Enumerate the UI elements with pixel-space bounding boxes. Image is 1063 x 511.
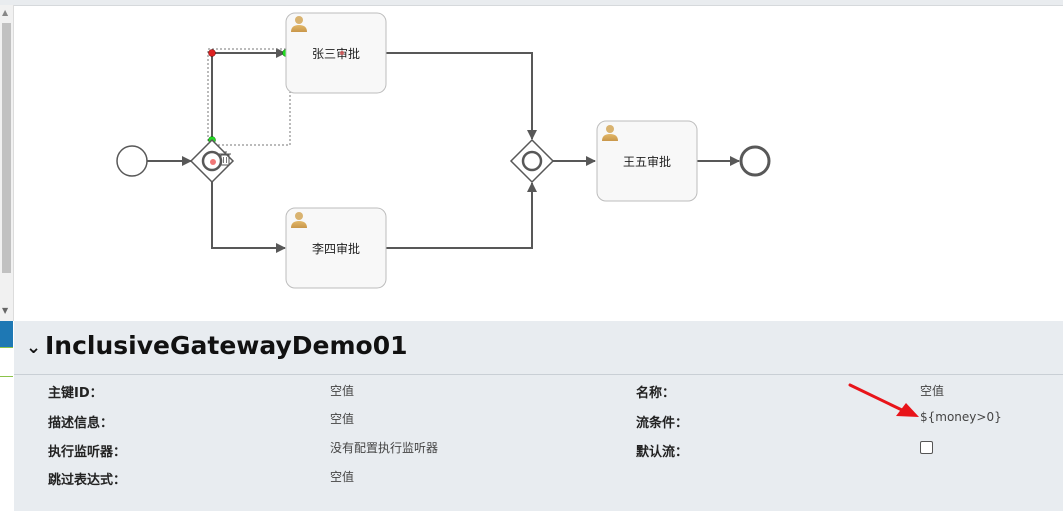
flow-gateway-to-task-lisi[interactable]	[211, 182, 286, 253]
bpmn-canvas[interactable]: 张三审批 李四审批 王五审批	[14, 6, 1063, 321]
user-task-zhangsan[interactable]: 张三审批	[285, 12, 387, 94]
selected-flow-outline	[207, 48, 291, 146]
id-label: 主键ID：	[48, 386, 103, 401]
user-icon	[291, 16, 307, 32]
user-task-lisi[interactable]: 李四审批	[285, 207, 387, 289]
bpmn-diagram: 张三审批 李四审批 王五审批	[116, 12, 771, 289]
waypoint-handle-red[interactable]	[208, 49, 216, 57]
flow-gateway-to-task-zhangsan[interactable]	[211, 48, 286, 140]
scroll-down-arrow-icon[interactable]: ▼	[2, 306, 9, 315]
scroll-up-arrow-icon[interactable]: ▲	[2, 8, 9, 17]
inclusive-gateway-join[interactable]	[509, 138, 555, 184]
delete-icon[interactable]	[219, 151, 231, 166]
default-flow-checkbox[interactable]	[920, 441, 933, 454]
skip-expression-value[interactable]: 空值	[330, 470, 355, 484]
skip-expression-label: 跳过表达式：	[48, 473, 127, 488]
scroll-thumb[interactable]	[2, 23, 11, 273]
task-label: 李四审批	[312, 241, 360, 256]
id-value[interactable]: 空值	[330, 384, 355, 398]
listener-value[interactable]: 没有配置执行监听器	[330, 441, 439, 455]
name-value[interactable]: 空值	[920, 384, 945, 398]
properties-panel: ⌄ InclusiveGatewayDemo01 主键ID： 空值 描述信息： …	[14, 321, 1063, 511]
flow-task-lisi-to-join[interactable]	[386, 182, 537, 249]
left-panel-tab-selected[interactable]	[0, 321, 13, 347]
end-event[interactable]	[739, 145, 771, 177]
properties-header[interactable]: ⌄ InclusiveGatewayDemo01	[14, 321, 1063, 375]
condition-label: 流条件：	[636, 416, 689, 431]
task-label: 王五审批	[623, 154, 671, 169]
annotation-arrow	[848, 383, 919, 417]
user-icon	[291, 212, 307, 228]
process-title: InclusiveGatewayDemo01	[45, 331, 408, 360]
user-task-wangwu[interactable]: 王五审批	[596, 120, 698, 202]
top-border	[0, 0, 1063, 6]
listener-label: 执行监听器：	[48, 445, 127, 460]
start-event[interactable]	[116, 145, 148, 177]
flow-task-zhangsan-to-join[interactable]	[386, 52, 537, 140]
left-panel-tab[interactable]	[0, 347, 13, 377]
description-value[interactable]: 空值	[330, 412, 355, 426]
user-icon	[602, 125, 618, 141]
name-label: 名称：	[636, 386, 676, 401]
task-label: 张三审批	[312, 46, 360, 61]
description-label: 描述信息：	[48, 416, 114, 431]
vertical-scrollbar[interactable]: ▲ ▼	[0, 5, 14, 321]
condition-value[interactable]: ${money>0}	[920, 410, 1002, 424]
default-flow-label: 默认流：	[636, 445, 689, 460]
chevron-down-icon[interactable]: ⌄	[26, 337, 42, 358]
